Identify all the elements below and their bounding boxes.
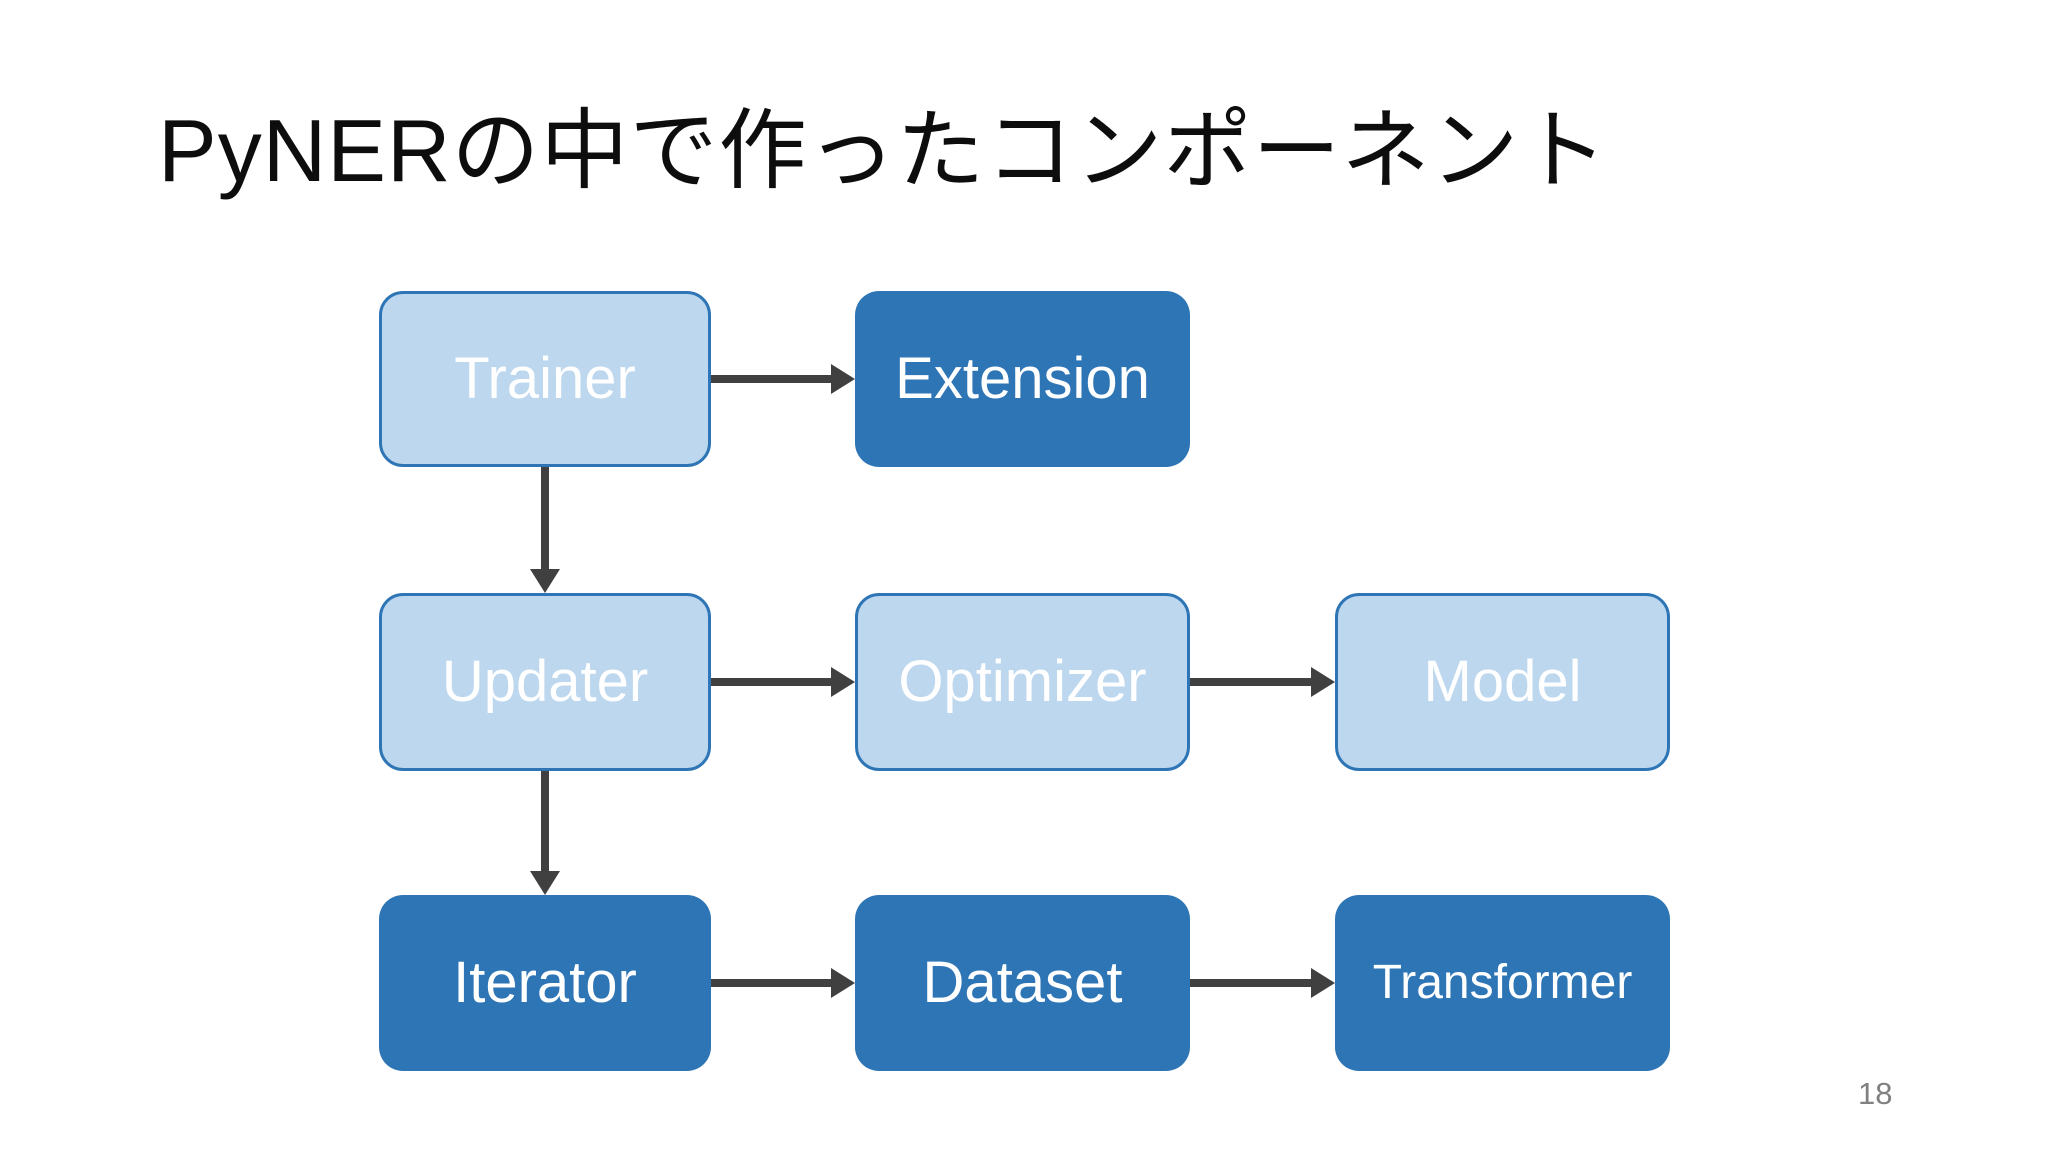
- node-transformer: Transformer: [1335, 895, 1670, 1071]
- arrow-shaft: [541, 771, 549, 875]
- node-transformer-label: Transformer: [1372, 956, 1633, 1009]
- arrow-head-icon: [530, 569, 560, 593]
- node-model-label: Model: [1423, 649, 1582, 714]
- arrow-head-icon: [1311, 968, 1335, 998]
- node-updater-label: Updater: [441, 649, 649, 714]
- arrow-shaft: [711, 678, 835, 686]
- node-extension-label: Extension: [895, 346, 1150, 411]
- arrow-shaft: [711, 979, 835, 987]
- arrow-updater-to-iterator: [530, 771, 560, 895]
- arrow-shaft: [541, 467, 549, 573]
- arrow-head-icon: [831, 968, 855, 998]
- arrow-iterator-to-dataset: [711, 968, 855, 998]
- page-title: PyNERの中で作ったコンポーネント: [158, 101, 1609, 200]
- arrow-head-icon: [530, 871, 560, 895]
- node-dataset: Dataset: [855, 895, 1190, 1071]
- arrow-shaft: [711, 375, 835, 383]
- node-optimizer-label: Optimizer: [898, 649, 1147, 714]
- arrow-shaft: [1190, 979, 1315, 987]
- node-iterator-label: Iterator: [453, 950, 637, 1015]
- node-iterator: Iterator: [379, 895, 711, 1071]
- arrow-trainer-to-updater: [530, 467, 560, 593]
- arrow-updater-to-optimizer: [711, 667, 855, 697]
- arrow-head-icon: [831, 667, 855, 697]
- node-updater: Updater: [379, 593, 711, 771]
- node-optimizer: Optimizer: [855, 593, 1190, 771]
- node-trainer: Trainer: [379, 291, 711, 467]
- arrow-shaft: [1190, 678, 1315, 686]
- arrow-head-icon: [831, 364, 855, 394]
- arrow-head-icon: [1311, 667, 1335, 697]
- node-extension: Extension: [855, 291, 1190, 467]
- page-number: 18: [1858, 1076, 1893, 1111]
- arrow-optimizer-to-model: [1190, 667, 1335, 697]
- arrow-dataset-to-transformer: [1190, 968, 1335, 998]
- node-trainer-label: Trainer: [454, 346, 636, 411]
- node-model: Model: [1335, 593, 1670, 771]
- node-dataset-label: Dataset: [922, 950, 1123, 1015]
- arrow-trainer-to-extension: [711, 364, 855, 394]
